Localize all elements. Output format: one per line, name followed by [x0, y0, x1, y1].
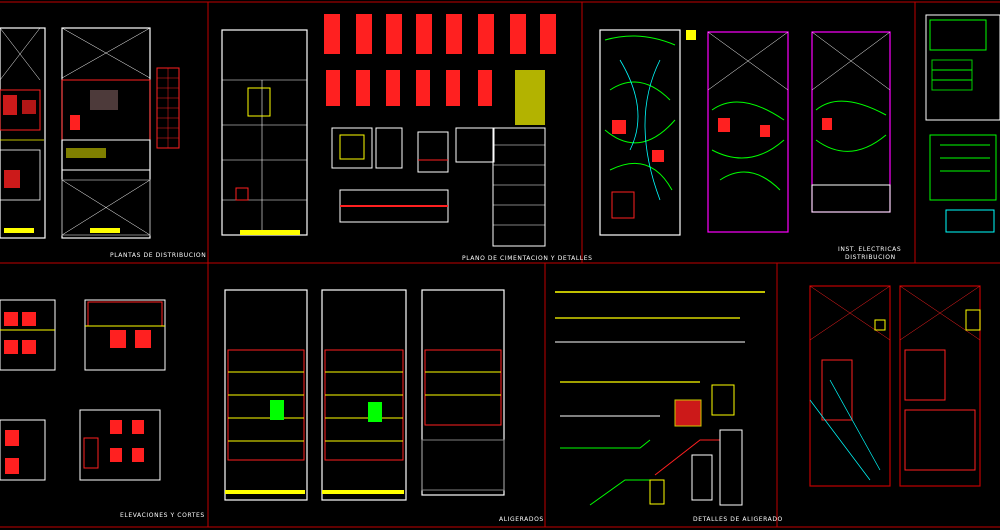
label-electricas: INST. ELECTRICAS — [838, 246, 902, 253]
label-cimentacion: PLANO DE CIMENTACION Y DETALLES — [462, 255, 593, 262]
section-1 — [0, 419, 46, 481]
foundation-plan — [221, 29, 308, 236]
elevation-1 — [0, 299, 56, 371]
slab-plan-2 — [321, 289, 407, 501]
floor-plan-1 — [0, 27, 46, 239]
electrical-plan-3 — [811, 31, 891, 213]
footing-details — [331, 70, 546, 247]
label-elevaciones: ELEVACIONES Y CORTES — [120, 512, 205, 519]
label-electricas-2: DISTRIBUCION — [845, 254, 896, 261]
slab-plan-1 — [224, 289, 308, 501]
label-detalles: DETALLES DE ALIGERADO — [693, 516, 783, 523]
legend-panel — [925, 14, 1000, 233]
electrical-plan-1 — [599, 29, 696, 236]
schedule-table — [156, 67, 180, 149]
column-details — [324, 14, 556, 106]
slab-details — [555, 291, 765, 506]
plan-detail-2 — [899, 285, 981, 487]
plan-detail-1 — [809, 285, 891, 487]
electrical-plan-2 — [707, 31, 789, 233]
slab-plan-3 — [421, 289, 505, 496]
section-2 — [79, 409, 161, 481]
floor-plan-2 — [61, 27, 151, 239]
elevation-2 — [84, 299, 166, 371]
label-plantas: PLANTAS DE DISTRIBUCION — [110, 252, 207, 259]
label-aligerados: ALIGERADOS — [499, 516, 544, 523]
